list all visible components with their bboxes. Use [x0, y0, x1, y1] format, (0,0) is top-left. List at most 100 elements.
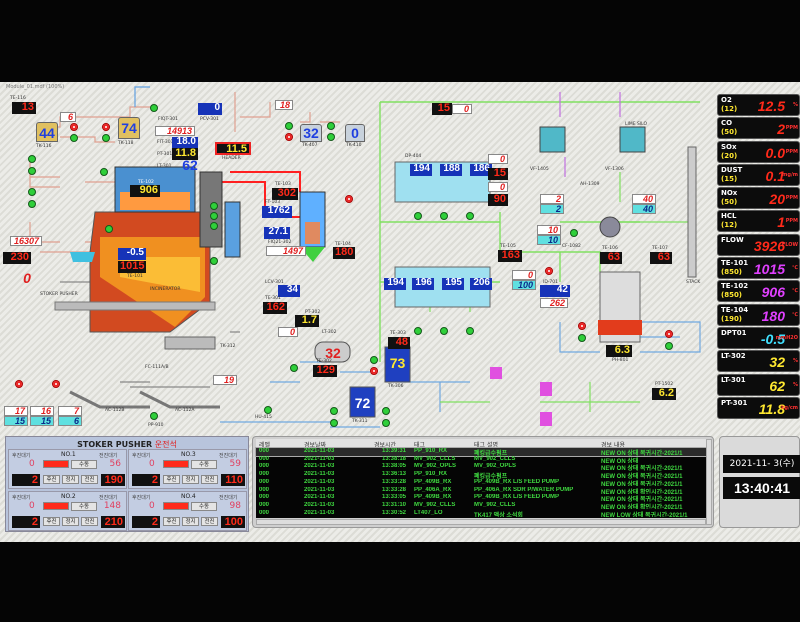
forward-button[interactable]: 전진: [81, 475, 98, 484]
pump-icon[interactable]: [285, 133, 293, 141]
pump-icon[interactable]: [330, 407, 338, 415]
te105-value: 163: [498, 250, 522, 262]
stop-button[interactable]: 정지: [62, 475, 79, 484]
pump-icon[interactable]: [210, 257, 218, 265]
pump-icon[interactable]: [28, 200, 36, 208]
column-header[interactable]: 경보날짜: [304, 442, 327, 449]
column-header[interactable]: 태그: [414, 442, 426, 449]
alarm-cell: 13:33:28: [382, 478, 407, 485]
pump-icon[interactable]: [578, 322, 586, 330]
stop-button[interactable]: 정지: [62, 517, 79, 526]
reverse-button[interactable]: 후진: [163, 475, 180, 484]
pump-icon[interactable]: [290, 364, 298, 372]
pump-icon[interactable]: [382, 419, 390, 427]
pump-icon[interactable]: [466, 327, 474, 335]
alarm-cell: TK417 액상 소석회: [474, 512, 523, 518]
pump-icon[interactable]: [210, 222, 218, 230]
pump-icon[interactable]: [414, 212, 422, 220]
manual-button[interactable]: 수동: [191, 502, 217, 511]
value-100: 100: [512, 280, 536, 290]
pump-icon[interactable]: [330, 419, 338, 427]
value-16307: 16307: [10, 236, 42, 246]
pump-icon[interactable]: [440, 212, 448, 220]
reverse-button[interactable]: 후진: [43, 517, 60, 526]
pump-icon[interactable]: [70, 123, 78, 131]
auto-button[interactable]: [163, 460, 189, 468]
pump-icon[interactable]: [150, 104, 158, 112]
emission-item-te-102: TE-102(850)906℃: [717, 280, 800, 303]
pump-icon[interactable]: [440, 327, 448, 335]
stop-button[interactable]: 정지: [182, 517, 199, 526]
pump-icon[interactable]: [382, 407, 390, 415]
alarm-cell: LT407_LO: [414, 509, 443, 516]
auto-button[interactable]: [43, 502, 69, 510]
pump-icon[interactable]: [28, 188, 36, 196]
auto-button[interactable]: [163, 502, 189, 510]
pump-icon[interactable]: [414, 327, 422, 335]
pump-icon[interactable]: [327, 133, 335, 141]
te101-value: 1015: [118, 260, 146, 273]
item-value: 20: [769, 191, 785, 208]
lt301-label: LT-301: [157, 164, 172, 169]
manual-button[interactable]: 수동: [71, 502, 97, 511]
pump-icon[interactable]: [102, 123, 110, 131]
auto-button[interactable]: [43, 460, 69, 468]
tk410-level: 0: [351, 125, 359, 141]
id701-hz: 42: [540, 285, 570, 297]
forward-button[interactable]: 전진: [201, 517, 218, 526]
manual-button[interactable]: 수동: [71, 460, 97, 469]
alarm-cell: NEW LOW 상태 복귀시간-2021/1: [601, 512, 688, 518]
pump-icon[interactable]: [345, 195, 353, 203]
pump-icon[interactable]: [327, 122, 335, 130]
reverse-button[interactable]: 후진: [43, 475, 60, 484]
pump-icon[interactable]: [100, 168, 108, 176]
alarm-cell: 2021-11-03: [304, 509, 335, 516]
column-header[interactable]: 경보 내용: [601, 442, 625, 449]
stop-button[interactable]: 정지: [182, 475, 199, 484]
column-header[interactable]: 레벨: [259, 442, 271, 449]
fiqt301-label: FIQT-301: [158, 117, 179, 122]
pump-icon[interactable]: [545, 267, 553, 275]
pump-icon[interactable]: [210, 212, 218, 220]
pump-icon[interactable]: [570, 229, 578, 237]
reverse-button[interactable]: 후진: [163, 517, 180, 526]
vertical-scrollbar[interactable]: [706, 439, 712, 525]
item-value: 2: [777, 121, 785, 138]
pump-icon[interactable]: [285, 122, 293, 130]
column-header[interactable]: 태그 설명: [474, 442, 498, 449]
pump-icon[interactable]: [70, 134, 78, 142]
pump-icon[interactable]: [52, 380, 60, 388]
pump-icon[interactable]: [665, 330, 673, 338]
pump-icon[interactable]: [210, 202, 218, 210]
forward-button[interactable]: 전진: [201, 475, 218, 484]
pump-icon[interactable]: [578, 334, 586, 342]
manual-button[interactable]: 수동: [191, 460, 217, 469]
column-header[interactable]: 경보시간: [374, 442, 397, 449]
pump-icon[interactable]: [150, 412, 158, 420]
pump-icon[interactable]: [370, 367, 378, 375]
pump-icon[interactable]: [28, 155, 36, 163]
pump-icon[interactable]: [102, 134, 110, 142]
pump-icon[interactable]: [28, 167, 36, 175]
pump-icon[interactable]: [105, 225, 113, 233]
forward-button[interactable]: 전진: [81, 517, 98, 526]
pump-icon[interactable]: [665, 342, 673, 350]
pump-icon[interactable]: [370, 356, 378, 364]
bagfilter-b1-value: 188: [440, 164, 462, 176]
fiq302-value: 1497: [266, 246, 306, 256]
horizontal-scrollbar[interactable]: [256, 519, 706, 525]
pump-icon[interactable]: [466, 212, 474, 220]
pump-icon[interactable]: [15, 380, 23, 388]
pump-icon[interactable]: [264, 406, 272, 414]
